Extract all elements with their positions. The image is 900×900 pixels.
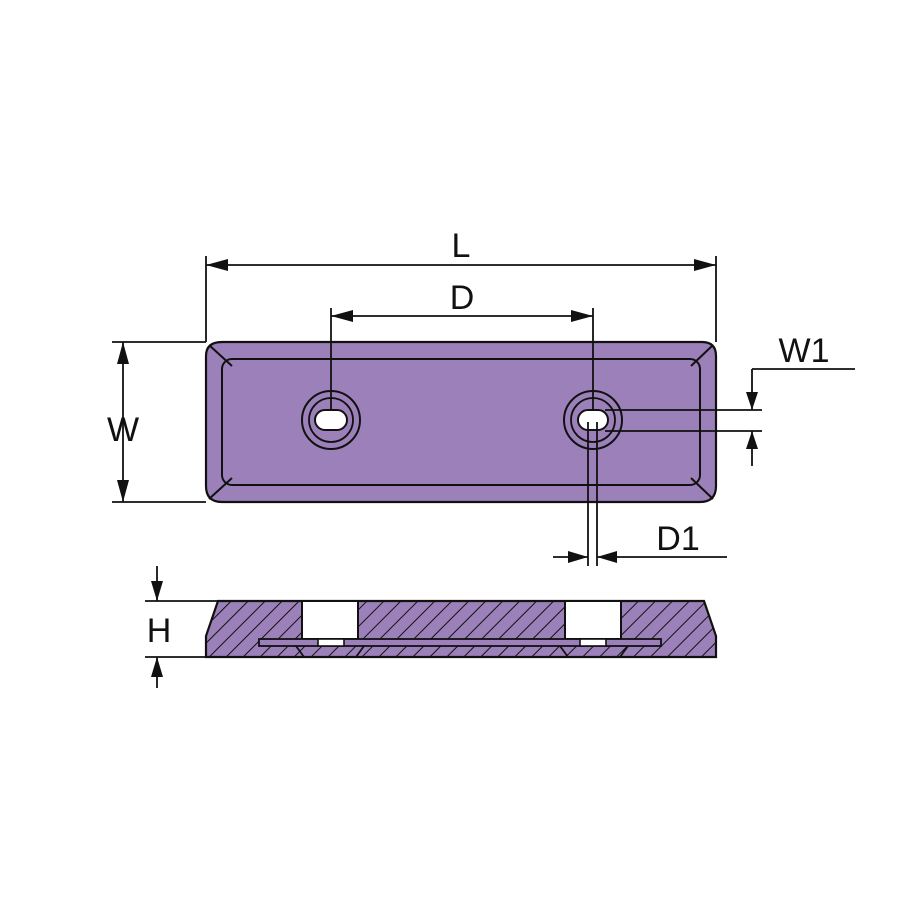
dimension-width: W: [107, 341, 206, 503]
label-L: L: [452, 227, 471, 265]
label-D: D: [450, 279, 475, 317]
dimension-slot-diameter: D1: [553, 422, 727, 566]
left-counterbore: [301, 600, 359, 640]
dimension-height: H: [145, 566, 218, 688]
dimension-slot-width: W1: [605, 332, 855, 466]
label-H: H: [147, 612, 172, 650]
top-view: [204, 340, 718, 504]
embedded-strap: [258, 638, 662, 647]
dimension-hole-spacing: D: [330, 279, 594, 410]
label-W1: W1: [779, 332, 830, 370]
right-counterbore: [564, 600, 622, 640]
dimension-length: L: [205, 227, 717, 342]
section-view: [204, 599, 718, 659]
label-D1: D1: [656, 520, 699, 558]
label-W: W: [107, 411, 139, 449]
plate-inner: [221, 358, 701, 486]
section-body: [204, 599, 718, 659]
